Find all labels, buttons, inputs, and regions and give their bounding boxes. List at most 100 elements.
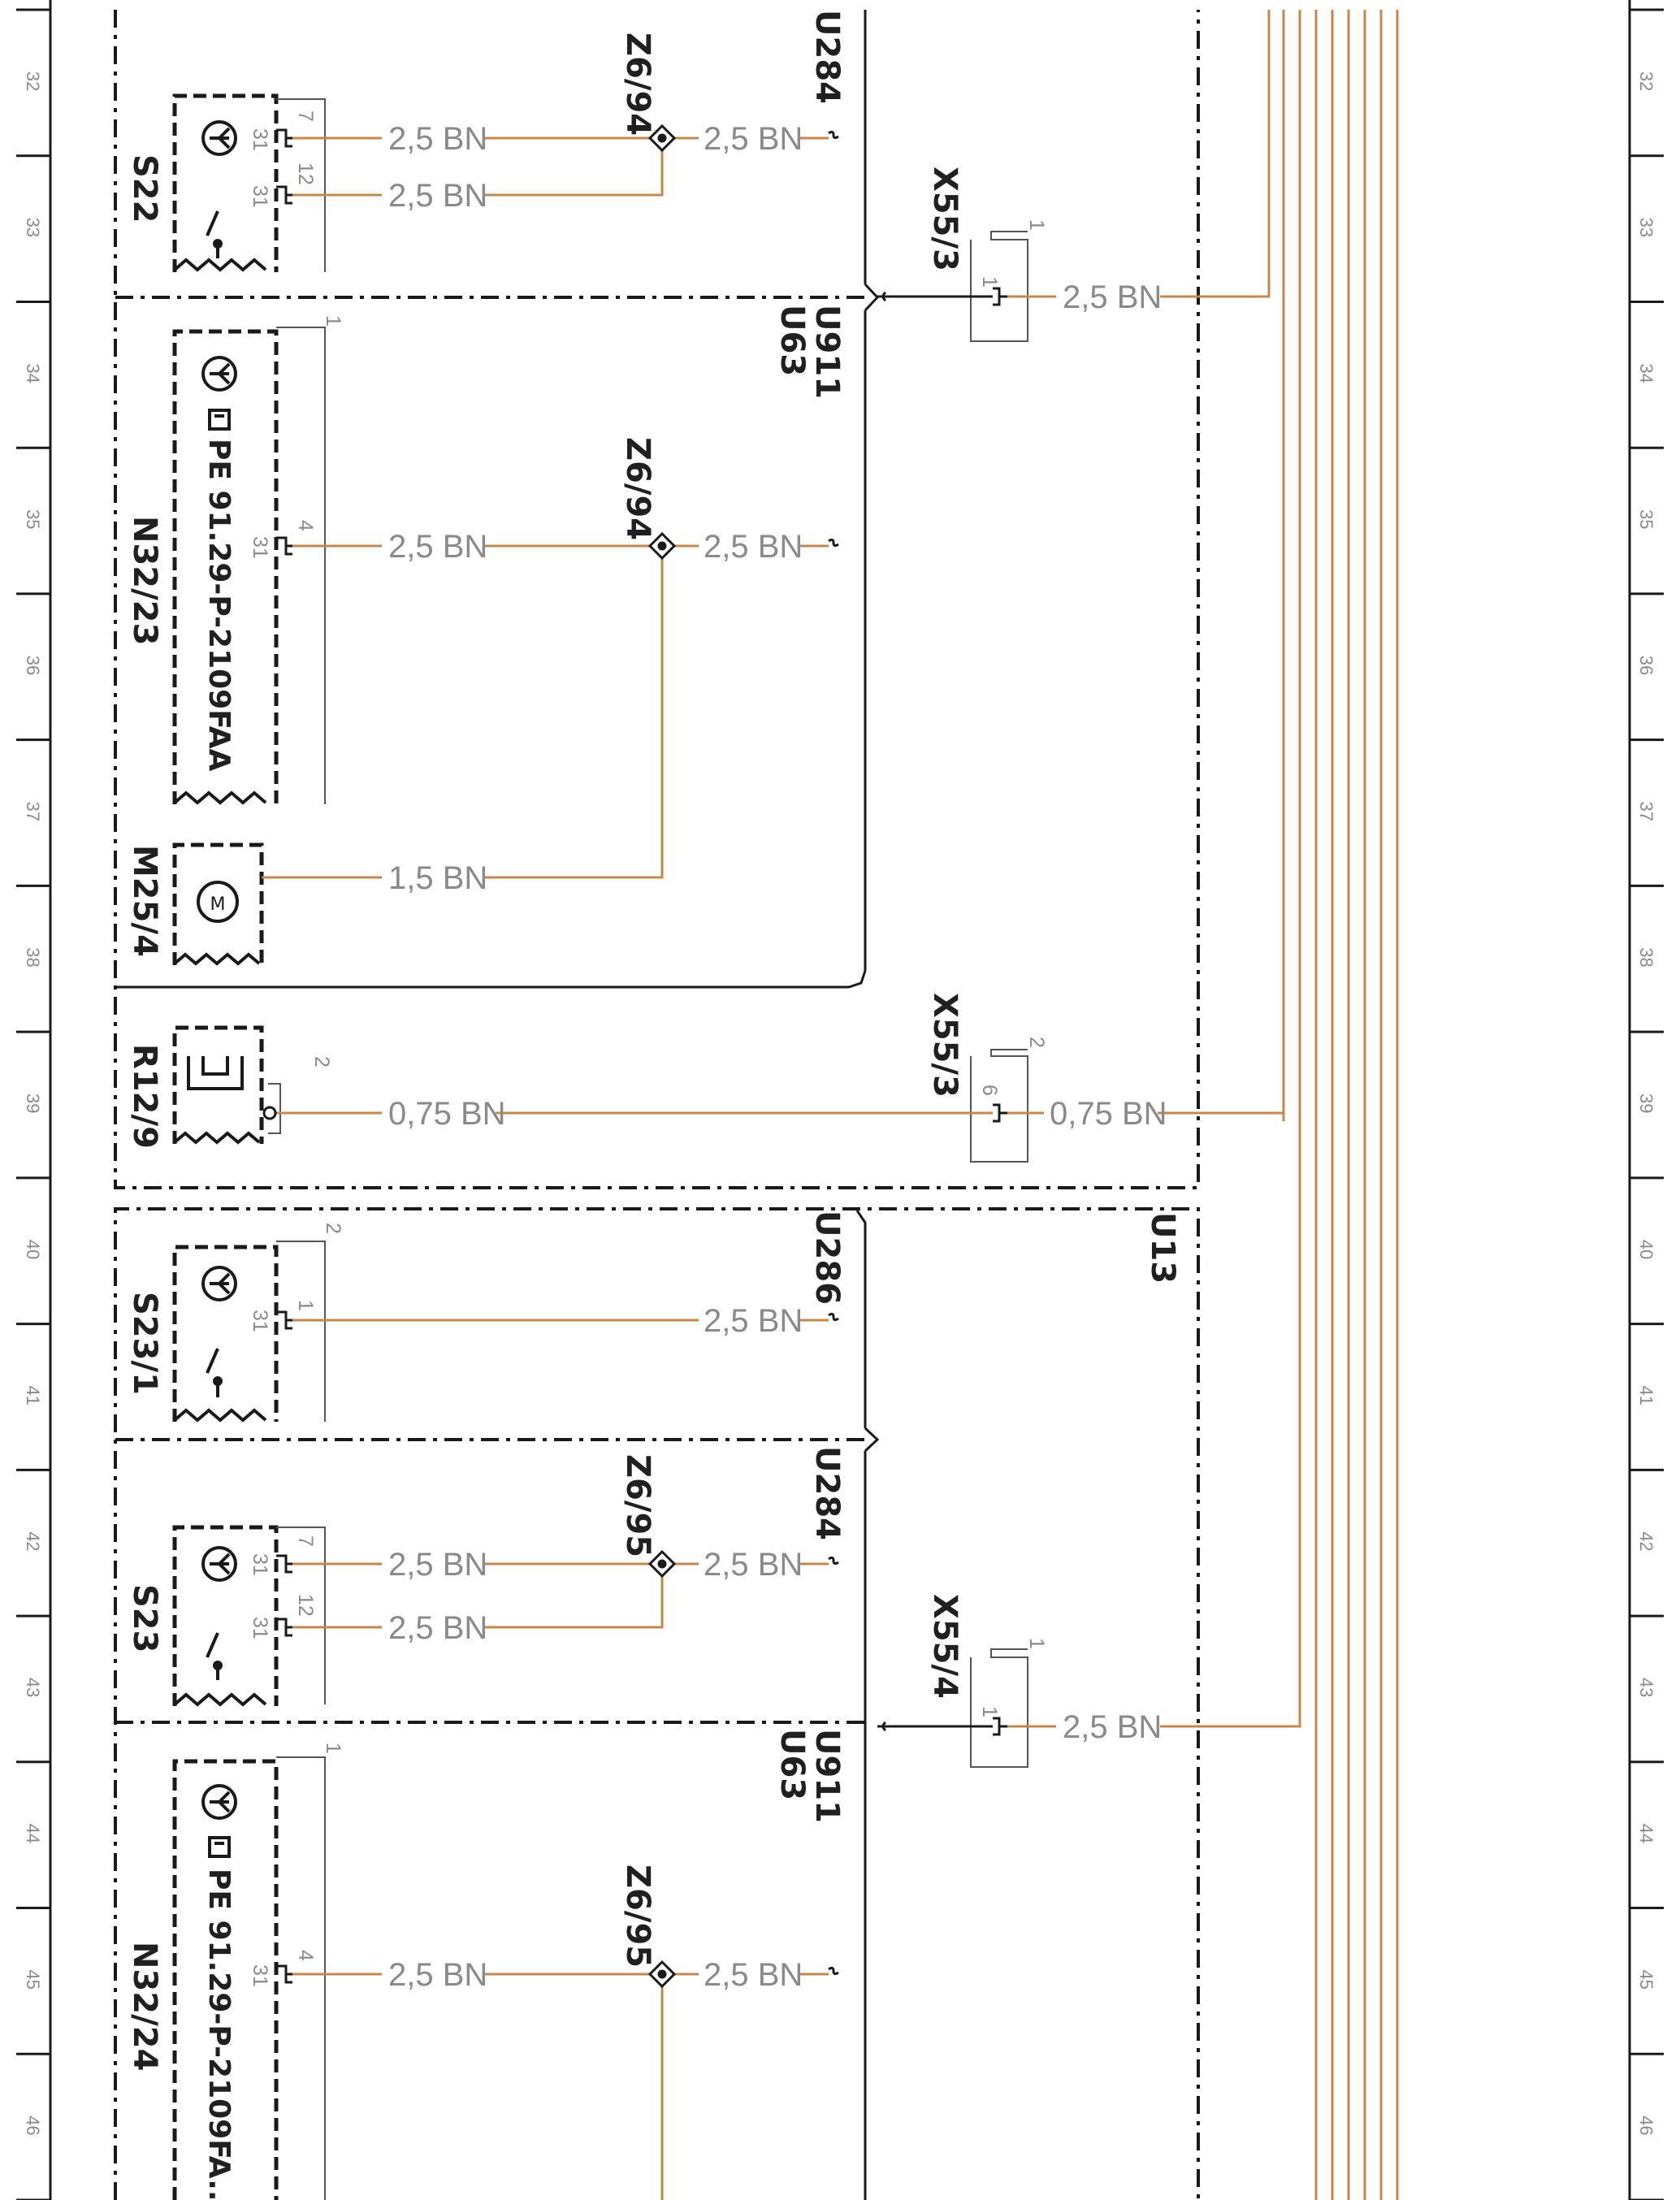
component-label-r12-9: R12/9 bbox=[126, 1044, 163, 1149]
splice-label-z6-95: Z6/95 bbox=[619, 1454, 656, 1557]
group-label-u63: U63 bbox=[773, 305, 811, 376]
splice-dot bbox=[657, 1559, 667, 1569]
connector-label-x55-4: X55/4 bbox=[926, 1594, 963, 1699]
grid-row-label: 33 bbox=[1636, 218, 1656, 237]
pin-terminal-icon bbox=[276, 185, 292, 205]
wire-end-icon bbox=[828, 130, 839, 140]
splice-label-z6-95b: Z6/95 bbox=[619, 1864, 656, 1968]
component-label-s23-1: S23/1 bbox=[126, 1292, 163, 1395]
pin-label: 7 bbox=[294, 1535, 317, 1547]
pin-label: 31 bbox=[249, 185, 271, 208]
stub bbox=[881, 291, 887, 302]
brace-icon bbox=[864, 283, 880, 312]
grid-row-label: 37 bbox=[23, 802, 43, 821]
pin-label: 1 bbox=[294, 1300, 317, 1311]
wire-end-icon bbox=[828, 1312, 839, 1322]
wire bbox=[483, 559, 664, 879]
pin-terminal-icon bbox=[276, 1310, 292, 1330]
pin-label: 2 bbox=[1025, 1037, 1048, 1048]
splice-dot bbox=[657, 133, 667, 143]
pin-terminal-icon bbox=[276, 1964, 292, 1984]
zigzag bbox=[173, 952, 261, 966]
grid-row-label: 35 bbox=[1636, 509, 1656, 529]
grid-row-label: 46 bbox=[23, 2116, 43, 2135]
transistor-icon bbox=[201, 120, 237, 156]
pin-label: 2 bbox=[322, 1223, 344, 1234]
wire bbox=[483, 138, 664, 197]
frame-lower bbox=[114, 1207, 1200, 2200]
grid-row-label: 39 bbox=[23, 1094, 43, 1113]
group-label-u63b: U63 bbox=[773, 1729, 811, 1800]
n32-23-box bbox=[172, 329, 279, 804]
pin-terminal-icon bbox=[276, 536, 292, 556]
group-frames bbox=[114, 10, 1200, 2200]
heater-icon bbox=[187, 1056, 244, 1090]
pin-label: 1 bbox=[1025, 1638, 1048, 1649]
wire-label: 2,5 BN bbox=[388, 121, 487, 157]
boundary-corner bbox=[115, 970, 867, 989]
x55-4-outline bbox=[970, 1648, 1028, 1768]
group-label-u911: U911 bbox=[808, 305, 846, 399]
wire-label: 0,75 BN bbox=[388, 1096, 506, 1132]
grid-row-label: 35 bbox=[23, 509, 43, 529]
pin-label: 1 bbox=[322, 315, 344, 327]
grid-row-label: 36 bbox=[23, 656, 43, 675]
pin-label: 6 bbox=[978, 1085, 1001, 1096]
component-label-n32-23: N32/23 bbox=[126, 516, 163, 645]
motor-icon: M bbox=[197, 881, 239, 923]
pin-label: 4 bbox=[294, 1950, 317, 1961]
grid-row-label: 34 bbox=[23, 363, 43, 383]
sensor-pin-icon bbox=[262, 1106, 277, 1120]
transistor-icon bbox=[201, 1546, 237, 1582]
pin-label: 1 bbox=[978, 276, 1001, 288]
part-number-label: PE 91.29-P-2109FAA bbox=[202, 439, 236, 772]
wires bbox=[262, 10, 1301, 2200]
component-boxes bbox=[172, 93, 279, 2200]
wire bbox=[483, 1564, 664, 1629]
grid-row-label: 32 bbox=[1636, 71, 1656, 91]
zigzag bbox=[173, 790, 267, 805]
pin-label: 12 bbox=[294, 162, 317, 185]
wire bbox=[1158, 10, 1285, 1115]
transistor-icon bbox=[201, 1784, 237, 1820]
wire-label: 2,5 BN bbox=[388, 1957, 487, 1993]
grid-row-label: 38 bbox=[1636, 947, 1656, 967]
connector-label-x55-3: X55/3 bbox=[926, 167, 963, 271]
wire bbox=[1160, 10, 1301, 1728]
part-number-label: PE 91.29-P-2109FA... bbox=[202, 1869, 236, 2200]
pin-label: 1 bbox=[1025, 219, 1048, 231]
transistor-icon bbox=[201, 1266, 237, 1301]
connector-outline bbox=[276, 1527, 326, 1704]
zigzag bbox=[173, 258, 267, 272]
x55-3b-outline bbox=[970, 1049, 1028, 1163]
zigzag bbox=[173, 1692, 267, 1707]
grid-row-label: 41 bbox=[23, 1385, 43, 1405]
pin-terminal-icon bbox=[993, 1717, 1007, 1736]
group-label-u284: U284 bbox=[808, 10, 846, 104]
wire-label: 2,5 BN bbox=[388, 529, 487, 565]
s23-box bbox=[172, 1525, 279, 1706]
r12-9-box bbox=[172, 1025, 264, 1144]
pin-label: 31 bbox=[249, 1553, 271, 1576]
connector-outline bbox=[276, 327, 326, 804]
pin-label: 4 bbox=[294, 520, 317, 531]
splice-points bbox=[647, 123, 677, 1989]
pin-terminal-icon bbox=[993, 287, 1007, 306]
group-label-u286: U286 bbox=[808, 1210, 846, 1305]
grid-row-label: 41 bbox=[1636, 1385, 1656, 1405]
pin-terminal-icon bbox=[993, 1103, 1007, 1123]
x55-stubs bbox=[877, 291, 993, 1732]
s23-1-box bbox=[172, 1245, 279, 1422]
grid-row-label: 38 bbox=[23, 947, 43, 967]
pin-terminal-icon bbox=[276, 1618, 292, 1637]
splice-label-z6-94: Z6/94 bbox=[619, 32, 656, 136]
switch-icon bbox=[206, 1632, 223, 1680]
wire-label: 2,5 BN bbox=[1063, 1709, 1162, 1745]
wire-label: 2,5 BN bbox=[388, 1610, 487, 1646]
group-label-u284b: U284 bbox=[808, 1446, 846, 1540]
grid-row-label: 44 bbox=[1636, 1824, 1656, 1843]
wire-label: 2,5 BN bbox=[388, 178, 487, 214]
pin-label: 31 bbox=[249, 128, 271, 151]
